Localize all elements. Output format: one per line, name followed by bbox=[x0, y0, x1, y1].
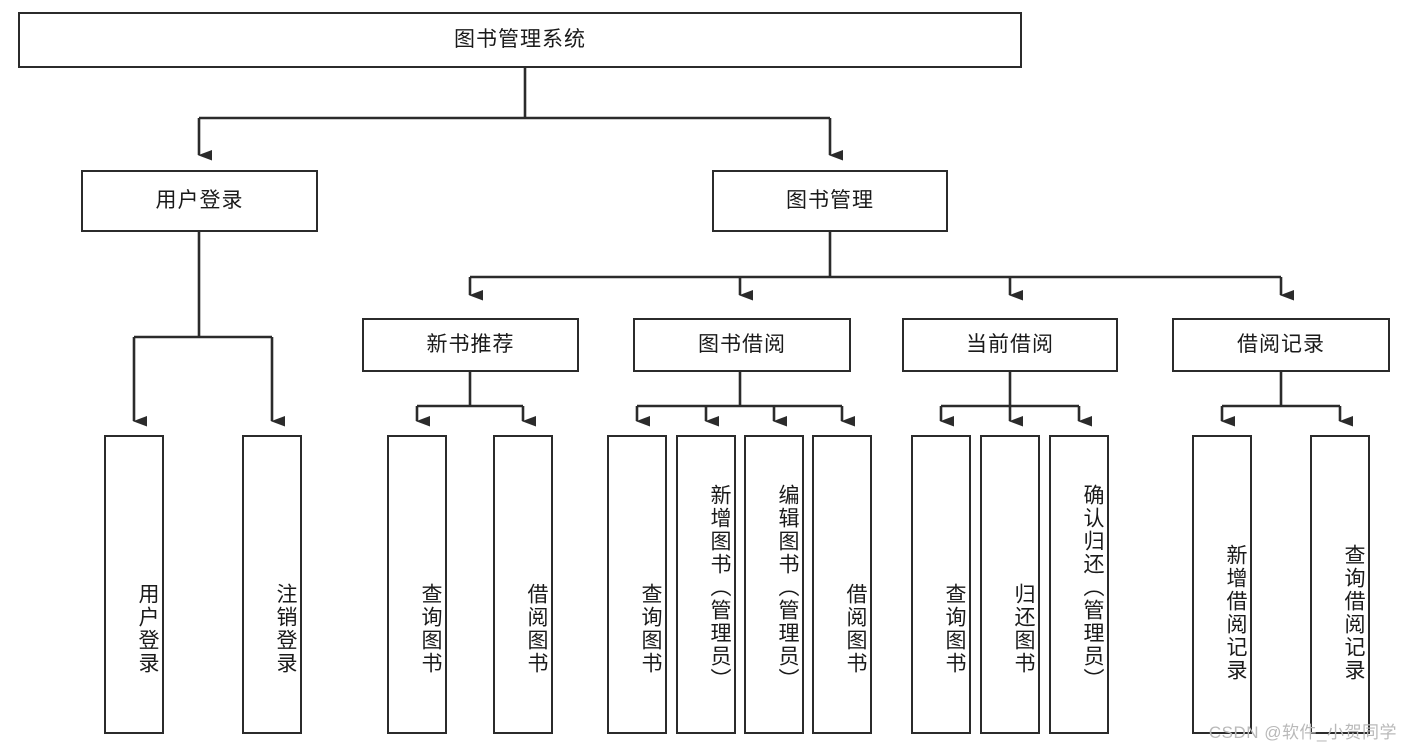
leaf-query-book-3-label: 查询图书 bbox=[943, 582, 966, 675]
node-borrow-record[interactable]: 借阅记录 bbox=[1172, 318, 1390, 372]
node-root[interactable]: 图书管理系统 bbox=[18, 12, 1022, 68]
leaf-query-book-3[interactable]: 查询图书 bbox=[911, 435, 971, 734]
leaf-confirm-return[interactable]: 确认归还（管理员） bbox=[1049, 435, 1109, 734]
node-borrow-record-label: 借阅记录 bbox=[1237, 333, 1325, 357]
leaf-return-book[interactable]: 归还图书 bbox=[980, 435, 1040, 734]
node-user-login[interactable]: 用户登录 bbox=[81, 170, 318, 232]
node-new-book-recommend-label: 新书推荐 bbox=[426, 333, 515, 357]
leaf-confirm-return-label: 确认归还（管理员） bbox=[1081, 484, 1104, 691]
leaf-user-logout[interactable]: 注销登录 bbox=[242, 435, 302, 734]
node-book-manage[interactable]: 图书管理 bbox=[712, 170, 948, 232]
node-new-book-recommend[interactable]: 新书推荐 bbox=[362, 318, 579, 372]
leaf-user-login-label: 用户登录 bbox=[136, 582, 159, 675]
leaf-query-book-1[interactable]: 查询图书 bbox=[387, 435, 447, 734]
leaf-edit-book-label: 编辑图书（管理员） bbox=[776, 484, 799, 691]
leaf-query-book-1-label: 查询图书 bbox=[419, 582, 442, 675]
leaf-edit-book[interactable]: 编辑图书（管理员） bbox=[744, 435, 804, 734]
node-current-borrow-label: 当前借阅 bbox=[966, 333, 1054, 357]
leaf-borrow-book-2-label: 借阅图书 bbox=[844, 582, 867, 675]
node-book-manage-label: 图书管理 bbox=[786, 189, 874, 213]
leaf-borrow-book-2[interactable]: 借阅图书 bbox=[812, 435, 872, 734]
leaf-borrow-book-1-label: 借阅图书 bbox=[525, 582, 548, 675]
csdn-watermark: CSDN @软件_小贺同学 bbox=[1208, 723, 1397, 742]
node-book-borrow[interactable]: 图书借阅 bbox=[633, 318, 851, 372]
leaf-add-book-label: 新增图书（管理员） bbox=[708, 484, 731, 691]
leaf-query-book-2[interactable]: 查询图书 bbox=[607, 435, 667, 734]
node-current-borrow[interactable]: 当前借阅 bbox=[902, 318, 1118, 372]
leaf-borrow-book-1[interactable]: 借阅图书 bbox=[493, 435, 553, 734]
leaf-query-record[interactable]: 查询借阅记录 bbox=[1310, 435, 1370, 734]
node-root-label: 图书管理系统 bbox=[454, 28, 586, 52]
leaf-query-record-label: 查询借阅记录 bbox=[1342, 543, 1365, 682]
leaf-query-book-2-label: 查询图书 bbox=[639, 582, 662, 675]
leaf-add-record-label: 新增借阅记录 bbox=[1224, 543, 1247, 682]
leaf-return-book-label: 归还图书 bbox=[1012, 582, 1035, 675]
node-user-login-label: 用户登录 bbox=[155, 189, 244, 213]
node-book-borrow-label: 图书借阅 bbox=[698, 333, 786, 357]
leaf-user-login[interactable]: 用户登录 bbox=[104, 435, 164, 734]
leaf-add-book[interactable]: 新增图书（管理员） bbox=[676, 435, 736, 734]
leaf-add-record[interactable]: 新增借阅记录 bbox=[1192, 435, 1252, 734]
leaf-user-logout-label: 注销登录 bbox=[274, 582, 297, 675]
